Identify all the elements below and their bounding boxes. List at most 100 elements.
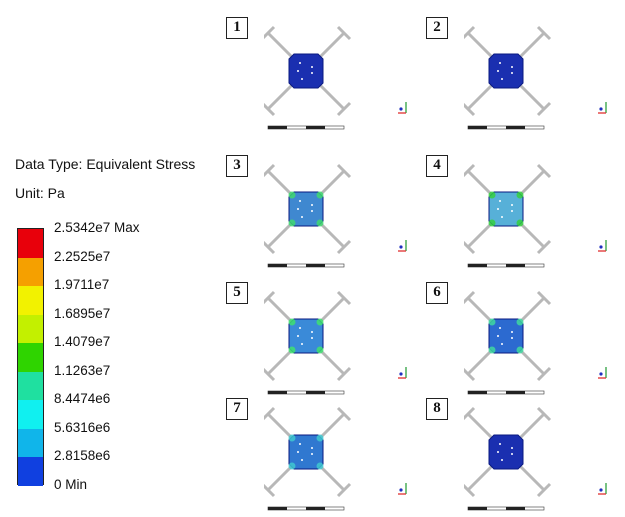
bracket-cap	[536, 239, 552, 255]
axis-triad	[398, 240, 407, 252]
triad-z-axis	[599, 488, 603, 492]
bracket-cap	[464, 163, 476, 178]
bracket-cap	[536, 366, 552, 382]
plate-model	[264, 163, 352, 268]
panel-number-label: 6	[426, 282, 448, 304]
stress-hotspot	[516, 219, 524, 227]
panel-number-label: 2	[426, 17, 448, 39]
plate-model	[464, 25, 552, 130]
mount-point	[511, 66, 513, 68]
bracket-cap	[536, 101, 552, 117]
stress-hotspot	[288, 434, 296, 442]
stress-hotspot	[316, 462, 324, 470]
mount-point	[297, 451, 299, 453]
bracket-cap	[464, 483, 476, 498]
mount-point	[499, 327, 501, 329]
triad-z-axis	[599, 245, 603, 249]
stress-panel: 4	[426, 155, 607, 268]
bracket-arm	[318, 169, 346, 197]
plate-model	[264, 290, 352, 395]
bracket-cap	[464, 290, 476, 305]
scale-bar-segment	[468, 126, 487, 129]
legend-swatch	[18, 229, 43, 259]
plate-model	[464, 290, 552, 395]
color-legend-bar	[17, 228, 44, 487]
panel-number-label: 5	[226, 282, 248, 304]
mount-point	[501, 459, 503, 461]
mount-point	[311, 204, 313, 206]
bracket-arm	[466, 296, 494, 324]
scale-bar-segment	[468, 264, 487, 267]
plate	[488, 53, 524, 89]
bracket-cap	[264, 367, 276, 382]
axis-triad	[598, 240, 607, 252]
bracket-cap	[464, 406, 476, 421]
bracket-arm	[518, 31, 546, 59]
stress-hotspot	[316, 219, 324, 227]
stress-hotspot	[288, 191, 296, 199]
panel-number-label: 8	[426, 398, 448, 420]
legend-unit: Unit: Pa	[15, 185, 65, 201]
plate	[488, 434, 524, 470]
mount-point	[299, 443, 301, 445]
mount-point	[311, 453, 313, 455]
scale-bar-segment	[306, 126, 325, 129]
bracket-arm	[466, 348, 494, 376]
bracket-arm	[266, 221, 294, 249]
stress-hotspot	[288, 462, 296, 470]
axis-triad	[598, 367, 607, 379]
bracket-arm	[318, 296, 346, 324]
mount-point	[301, 459, 303, 461]
mount-point	[297, 335, 299, 337]
stress-hotspot	[488, 346, 496, 354]
mount-point	[311, 72, 313, 74]
mount-point	[301, 78, 303, 80]
bracket-cap	[464, 25, 476, 40]
stress-panel: 7	[226, 398, 407, 511]
mount-point	[499, 443, 501, 445]
mount-point	[511, 72, 513, 74]
stress-hotspot	[288, 219, 296, 227]
legend-label: 8.4474e6	[54, 391, 111, 407]
bracket-arm	[518, 296, 546, 324]
legend-swatch	[18, 371, 43, 401]
bracket-arm	[466, 83, 494, 111]
legend-label: 1.9711e7	[54, 277, 110, 293]
bracket-arm	[518, 412, 546, 440]
bracket-cap	[264, 240, 276, 255]
scale-bar-segment	[268, 264, 287, 267]
stress-panel: 1	[226, 17, 407, 130]
mount-point	[299, 62, 301, 64]
scale-bar-segment	[468, 391, 487, 394]
bracket-cap	[336, 406, 352, 422]
mount-point	[511, 447, 513, 449]
legend-label: 1.6895e7	[54, 305, 111, 321]
bracket-cap	[536, 482, 552, 498]
bracket-cap	[464, 240, 476, 255]
mount-point	[501, 343, 503, 345]
stress-panel: 2	[426, 17, 607, 130]
bracket-cap	[336, 290, 352, 306]
mount-point	[297, 208, 299, 210]
bracket-cap	[464, 102, 476, 117]
legend-label: 2.5342e7 Max	[54, 220, 140, 235]
bracket-arm	[266, 31, 294, 59]
mount-point	[511, 337, 513, 339]
mount-point	[511, 453, 513, 455]
mount-point	[511, 204, 513, 206]
bracket-arm	[318, 348, 346, 376]
bracket-cap	[336, 101, 352, 117]
mount-point	[311, 337, 313, 339]
scale-bar-segment	[268, 391, 287, 394]
bracket-arm	[266, 464, 294, 492]
plate-model	[464, 406, 552, 511]
legend-swatch	[18, 343, 43, 373]
bracket-arm	[318, 31, 346, 59]
stress-panel: 5	[226, 282, 407, 395]
bracket-arm	[266, 412, 294, 440]
mount-point	[511, 331, 513, 333]
legend-label: 2.2525e7	[54, 248, 111, 264]
bracket-cap	[336, 482, 352, 498]
scale-bar-segment	[468, 507, 487, 510]
triad-z-axis	[399, 488, 403, 492]
